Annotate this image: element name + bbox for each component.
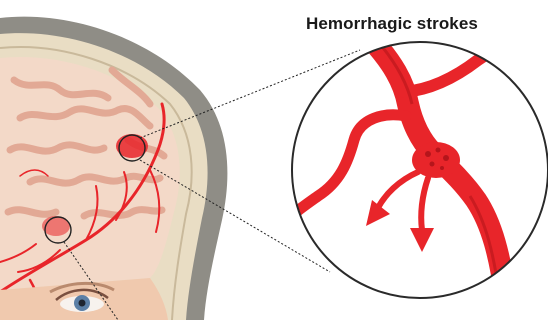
figure-title: Hemorrhagic strokes [306, 14, 478, 34]
magnified-view [284, 40, 548, 300]
head-cross-section [0, 17, 227, 320]
pupil [79, 300, 86, 307]
